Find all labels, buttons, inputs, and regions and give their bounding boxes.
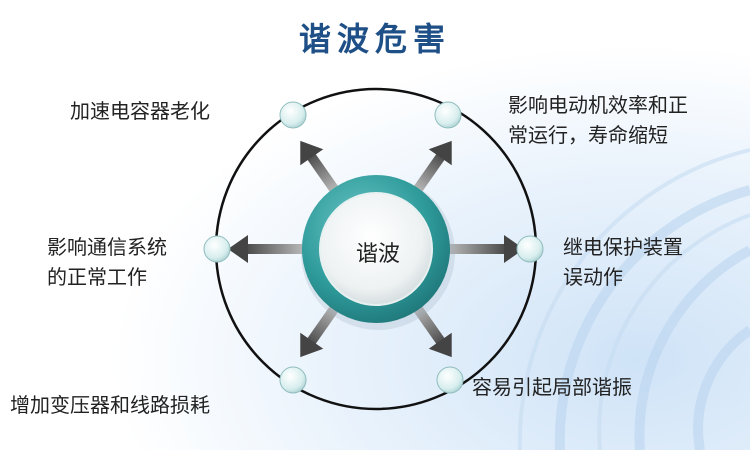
node-right (516, 235, 544, 263)
arrow-down-right (412, 303, 452, 358)
node-top-left (279, 101, 307, 129)
effect-transformer-loss: 增加变压器和线路损耗 (10, 393, 210, 417)
effect-local-resonance: 容易引起局部谐振 (472, 375, 632, 399)
arrow-right (446, 235, 524, 263)
page-title: 谐波危害 (298, 20, 451, 58)
arrow-down-left (300, 303, 340, 358)
effect-communication: 影响通信系统 的正常工作 (47, 235, 167, 289)
arrow-up-right (412, 140, 452, 195)
node-top-right (434, 101, 462, 129)
node-bottom-right (436, 366, 464, 394)
effect-capacitor-aging: 加速电容器老化 (70, 99, 210, 123)
arrow-up-left (300, 140, 340, 195)
arrow-left (228, 235, 306, 263)
hub-core (319, 192, 433, 306)
hub-label: 谐波 (355, 242, 400, 267)
effect-motor-efficiency: 影响电动机效率和正 常运行，寿命缩短 (508, 93, 688, 147)
effect-relay-malfunction: 继电保护装置 误动作 (563, 235, 683, 289)
node-bottom-left (279, 366, 307, 394)
node-left (203, 235, 231, 263)
